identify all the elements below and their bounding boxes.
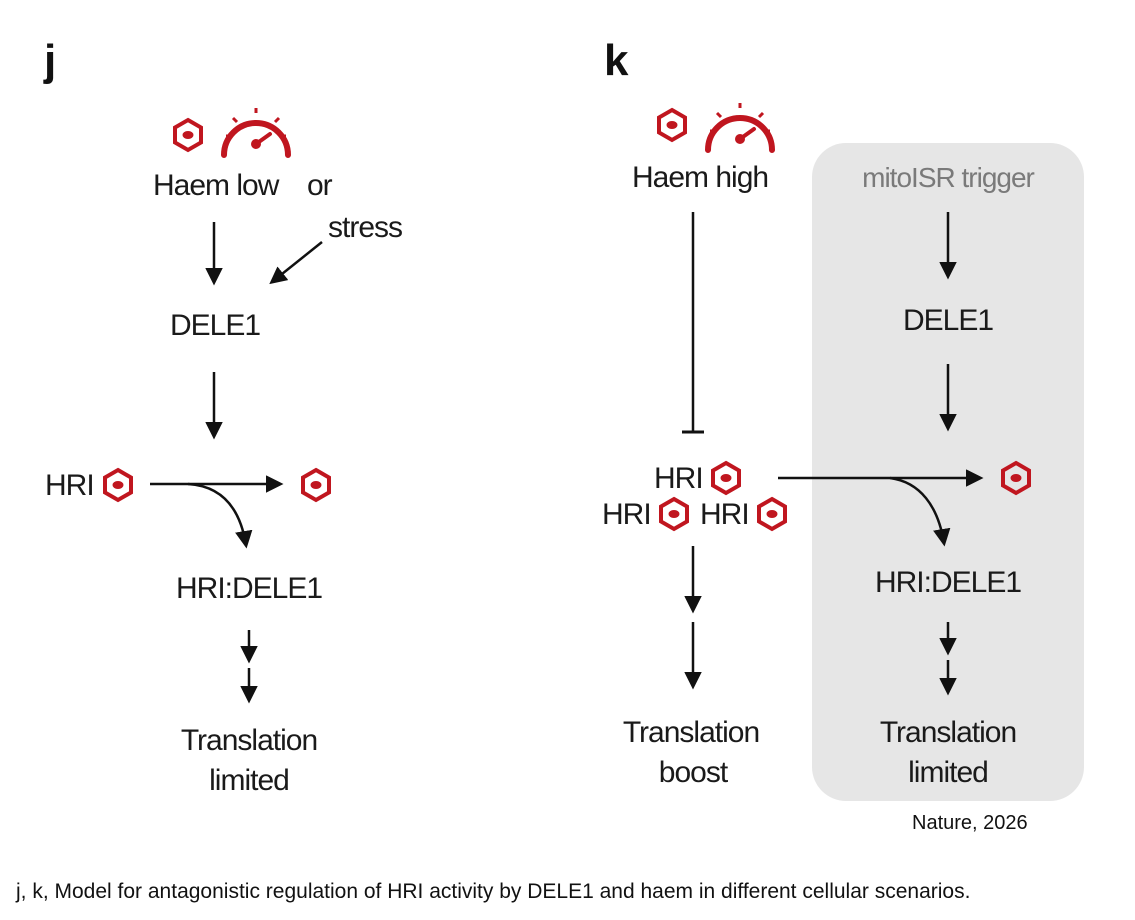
source-label: Nature, 2026 [912, 812, 1028, 834]
gauge-icon [708, 103, 772, 150]
haem-hexagon-icon [757, 497, 787, 531]
dele1-label-k: DELE1 [903, 304, 993, 337]
haem-low-label: Haem low [153, 169, 280, 202]
panel-letter-j: j [43, 36, 56, 85]
hri-label: HRI [45, 469, 94, 502]
hri-dele1-label: HRI:DELE1 [176, 572, 322, 605]
hri-left-label: HRI [602, 498, 651, 531]
panel-letter-k: k [604, 36, 629, 85]
translation-boost-line2: boost [659, 756, 729, 789]
gauge-icon [224, 108, 288, 155]
arrow-hri-to-complex-k [889, 476, 951, 547]
mitoisr-shaded-box [812, 143, 1084, 801]
panel-j: j Haem low or stress DELE1 HRI HRI:DELE1… [43, 36, 403, 797]
hri-top-label: HRI [654, 462, 703, 495]
haem-hexagon-icon [711, 461, 741, 495]
translation-limited-line2: limited [209, 764, 289, 797]
haem-hexagon-icon [173, 118, 203, 152]
or-label: or [307, 169, 333, 202]
figure-caption: j, k, Model for antagonistic regulation … [15, 880, 970, 903]
haem-high-label: Haem high [632, 161, 768, 194]
arrow-stress-to-dele1 [269, 241, 323, 285]
translation-boost-line1: Translation [623, 716, 759, 749]
mitoisr-trigger-label: mitoISR trigger [862, 162, 1034, 193]
arrow-hri-to-complex [187, 482, 253, 549]
dele1-label: DELE1 [170, 309, 260, 342]
hri-right-label: HRI [700, 498, 749, 531]
panel-k: k Haem high mitoISR trigger DELE1 HRI HR… [602, 36, 1084, 801]
translation-limited-line1: Translation [181, 724, 317, 757]
translation-limited-line2-k: limited [908, 756, 988, 789]
haem-hexagon-icon [659, 497, 689, 531]
hri-dele1-label-k: HRI:DELE1 [875, 566, 1021, 599]
haem-hexagon-icon [657, 108, 687, 142]
haem-hexagon-icon [301, 468, 331, 502]
stress-label: stress [328, 211, 402, 244]
translation-limited-line1-k: Translation [880, 716, 1016, 749]
haem-hexagon-icon [103, 468, 133, 502]
